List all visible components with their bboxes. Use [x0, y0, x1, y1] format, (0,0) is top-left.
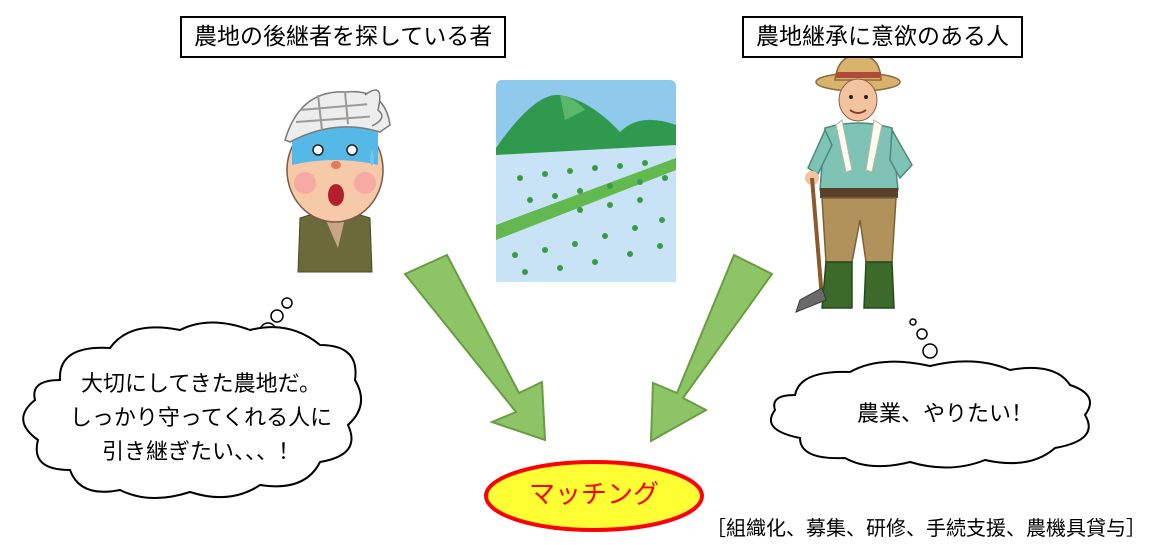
- left-cloud-line-1: 大切にしてきた農地だ。: [80, 372, 322, 397]
- left-cloud-text: 大切にしてきた農地だ。 しっかり守ってくれる人に 引き継ぎたい、、、！: [66, 368, 336, 470]
- right-arrow: [649, 253, 774, 443]
- left-title-box: 農地の後継者を探している者: [180, 16, 507, 58]
- left-thought-cloud: [22, 297, 363, 500]
- right-cloud-text: 農業、やりたい！: [856, 402, 1033, 427]
- left-cloud-line-2: しっかり守ってくれる人に: [69, 406, 333, 431]
- right-thought-cloud: [769, 318, 1091, 469]
- right-title-box: 農地継承に意欲のある人: [742, 16, 1023, 58]
- left-cloud-line-3: 引き継ぎたい、、、！: [101, 440, 300, 465]
- left-arrow: [403, 253, 547, 442]
- matching-label: マッチング: [528, 480, 659, 510]
- services-note: ［組織化、募集、研修、手続支援、農機具貸与］: [706, 516, 1146, 540]
- young-farmer-illustration: [795, 54, 913, 313]
- matching-ellipse: [484, 460, 704, 532]
- rice-paddy-illustration: [496, 80, 676, 282]
- elderly-farmer-illustration: [284, 89, 391, 273]
